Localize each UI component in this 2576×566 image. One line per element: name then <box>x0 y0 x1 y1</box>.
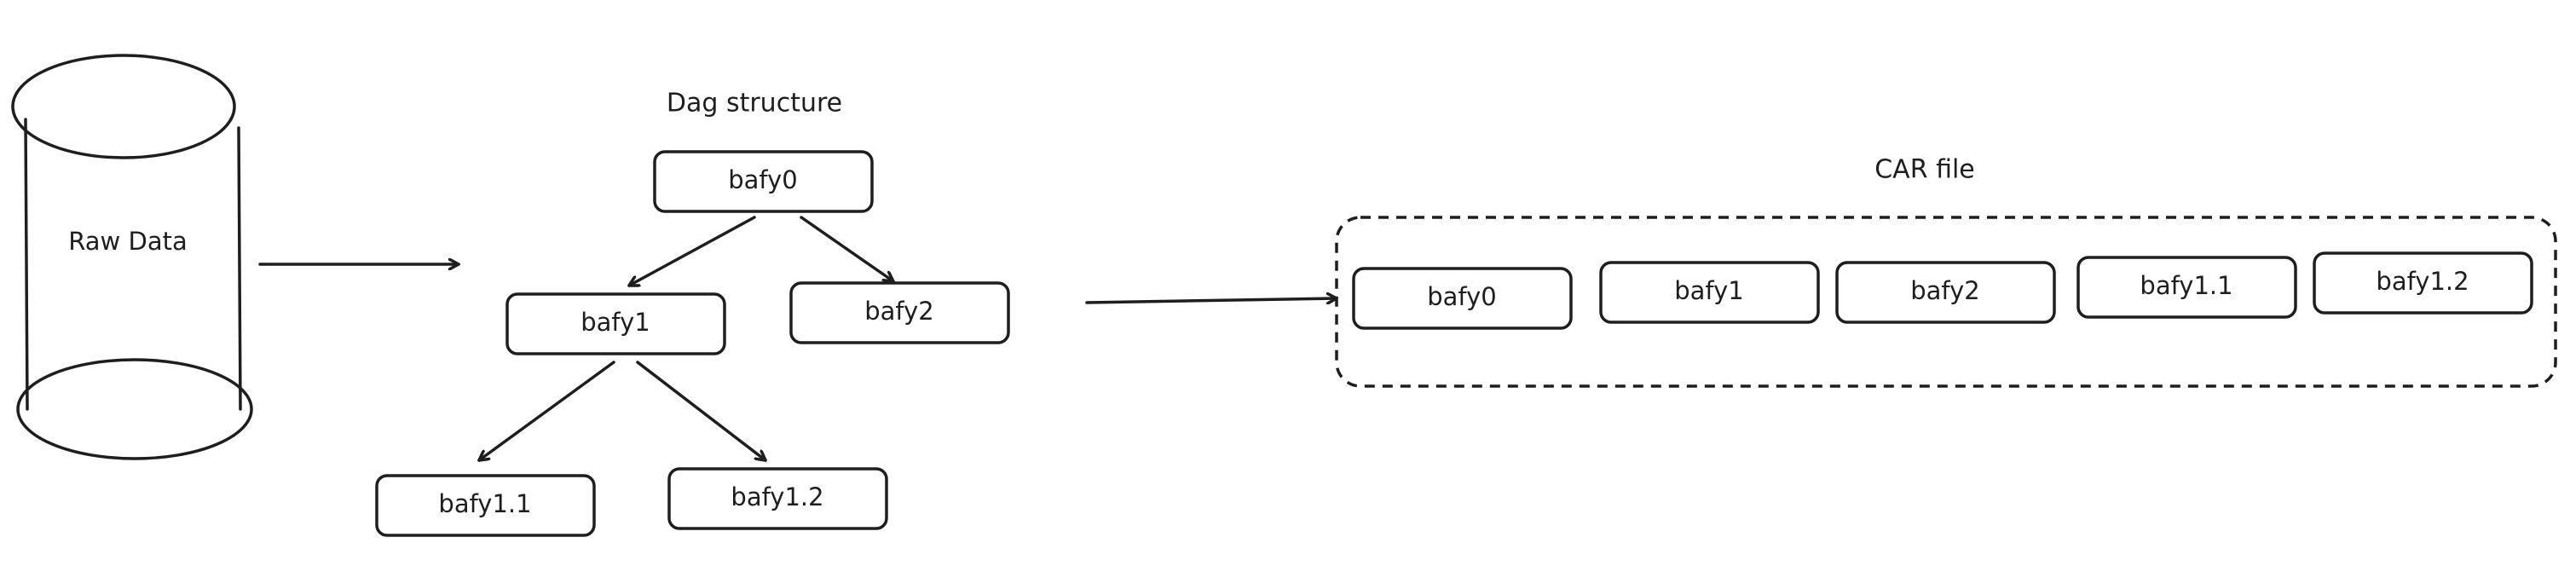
edge-bafy1-bafy1.1 <box>477 361 615 462</box>
car-block-label: bafy0 <box>1427 282 1497 311</box>
edge-bafy0-bafy2 <box>800 216 895 283</box>
edge-bafy0-bafy1 <box>627 216 756 286</box>
dag-node-bafy1.1: bafy1.1 <box>375 474 596 537</box>
dag-node-label: bafy2 <box>864 297 934 326</box>
car-file-title: CAR file <box>1874 155 1975 185</box>
dag-node-bafy2: bafy2 <box>789 281 1010 344</box>
raw-data-cylinder: Raw Data <box>11 54 253 460</box>
car-block-bafy1: bafy1 <box>1599 261 1820 324</box>
cylinder-bottom <box>16 358 253 460</box>
car-block-bafy1.2: bafy1.2 <box>2313 251 2533 315</box>
dag-node-label: bafy1.1 <box>438 489 531 518</box>
cylinder-left-side <box>24 118 29 411</box>
dag-node-bafy0: bafy0 <box>653 150 874 213</box>
car-block-bafy2: bafy2 <box>1835 261 2056 324</box>
arrow-dag-to-car <box>1085 298 1338 303</box>
car-block-label: bafy2 <box>1910 276 1980 305</box>
dag-title: Dag structure <box>667 89 842 118</box>
edge-bafy1-bafy1.2 <box>636 361 767 462</box>
car-block-bafy0: bafy0 <box>1352 267 1573 330</box>
dag-node-bafy1: bafy1 <box>505 292 726 355</box>
cylinder-right-side <box>237 126 242 411</box>
dag-node-label: bafy1 <box>580 308 650 337</box>
dag-node-label: bafy0 <box>728 165 798 194</box>
car-file-container <box>1335 216 2557 388</box>
car-block-label: bafy1.2 <box>2376 267 2469 296</box>
cylinder-top <box>11 54 236 159</box>
car-block-label: bafy1.1 <box>2140 271 2232 300</box>
dag-node-label: bafy1.2 <box>731 482 823 511</box>
car-block-label: bafy1 <box>1674 276 1744 305</box>
dag-node-bafy1.2: bafy1.2 <box>667 467 888 530</box>
car-block-bafy1.1: bafy1.1 <box>2076 256 2297 319</box>
raw-data-label: Raw Data <box>68 227 187 256</box>
